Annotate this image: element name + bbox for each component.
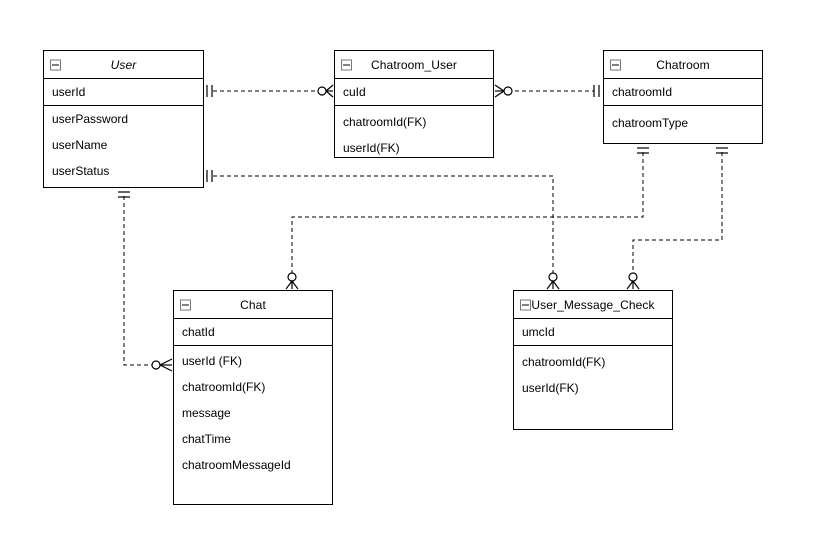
connector-user-umc bbox=[213, 175, 554, 277]
entity-chatroom-user-header: Chatroom_User bbox=[335, 51, 493, 79]
entity-chatroom-user-pk-section: cuId bbox=[335, 79, 493, 106]
entity-user-message-check-pk-section: umcId bbox=[514, 319, 672, 346]
minus-box-icon[interactable] bbox=[520, 299, 531, 310]
attribute-row: chatroomId(FK) bbox=[343, 115, 427, 129]
card-zero-many-chat-left bbox=[151, 358, 173, 372]
card-one-user-userid bbox=[206, 85, 213, 97]
attribute-row: chatTime bbox=[182, 432, 231, 446]
entity-user-header: User bbox=[44, 51, 203, 79]
entity-user[interactable]: User userId userPassword userName userSt… bbox=[43, 50, 204, 188]
entity-user-attr-section: userPassword userName userStatus bbox=[44, 106, 203, 184]
entity-chatroom-pk-section: chatroomId bbox=[604, 79, 762, 106]
minus-box-icon[interactable] bbox=[341, 59, 352, 70]
entity-chatroom-user[interactable]: Chatroom_User cuId chatroomId(FK) userId… bbox=[334, 50, 494, 158]
card-zero-many-umc-top-left bbox=[546, 272, 560, 290]
connector-chatroom-umc bbox=[632, 152, 723, 277]
entity-chat-attr-section: userId (FK) chatroomId(FK) message chatT… bbox=[174, 346, 332, 478]
attribute-row: chatId bbox=[182, 325, 215, 339]
attribute-row: chatroomMessageId bbox=[182, 458, 291, 472]
entity-user-message-check-header: User_Message_Check bbox=[514, 291, 672, 319]
attribute-row: userName bbox=[52, 138, 108, 152]
attribute-row: cuId bbox=[343, 85, 366, 99]
entity-chatroom-user-title: Chatroom_User bbox=[371, 57, 457, 72]
attribute-row: userId bbox=[52, 85, 86, 99]
card-zero-many-umc-top-right bbox=[626, 272, 640, 290]
attribute-row: chatroomId(FK) bbox=[182, 380, 266, 394]
minus-box-icon[interactable] bbox=[180, 299, 191, 310]
entity-chatroom[interactable]: Chatroom chatroomId chatroomType bbox=[603, 50, 763, 144]
attribute-row: userId(FK) bbox=[343, 141, 400, 155]
card-zero-many-chat-top bbox=[285, 272, 299, 290]
entity-user-message-check-title: User_Message_Check bbox=[531, 297, 655, 312]
attribute-row: umcId bbox=[522, 325, 555, 339]
entity-chatroom-header: Chatroom bbox=[604, 51, 762, 79]
entity-chat-pk-section: chatId bbox=[174, 319, 332, 346]
connector-user-chat bbox=[123, 196, 163, 366]
attribute-row: chatroomType bbox=[612, 116, 689, 130]
attribute-row: userPassword bbox=[52, 112, 129, 126]
attribute-row: message bbox=[182, 406, 231, 420]
card-one-chatroom-chatroomid bbox=[593, 85, 600, 97]
entity-chatroom-title: Chatroom bbox=[656, 57, 710, 72]
entity-chat-title: Chat bbox=[240, 297, 266, 312]
entity-user-pk-section: userId bbox=[44, 79, 203, 106]
attribute-row: userId (FK) bbox=[182, 354, 243, 368]
minus-box-icon[interactable] bbox=[610, 59, 621, 70]
attribute-row: userId(FK) bbox=[522, 381, 579, 395]
entity-chat-header: Chat bbox=[174, 291, 332, 319]
card-one-user-bottom bbox=[118, 191, 130, 198]
connector-chatroom-chat bbox=[291, 152, 644, 277]
attribute-row: userStatus bbox=[52, 164, 110, 178]
entity-user-message-check[interactable]: User_Message_Check umcId chatroomId(FK) … bbox=[513, 290, 673, 430]
attribute-row: chatroomId bbox=[612, 85, 673, 99]
minus-box-icon[interactable] bbox=[50, 59, 61, 70]
card-zero-many-chatroomuser-left bbox=[317, 84, 334, 98]
attribute-row: chatroomId(FK) bbox=[522, 355, 606, 369]
card-one-chatroom-bottom-right bbox=[716, 147, 728, 154]
entity-chat[interactable]: Chat chatId userId (FK) chatroomId(FK) m… bbox=[173, 290, 333, 505]
entity-chatroom-attr-section: chatroomType bbox=[604, 106, 762, 136]
entity-chatroom-user-attr-section: chatroomId(FK) userId(FK) bbox=[335, 106, 493, 161]
card-zero-many-chatroomuser-right bbox=[494, 84, 513, 98]
entity-user-message-check-attr-section: chatroomId(FK) userId(FK) bbox=[514, 346, 672, 401]
card-one-chatroom-bottom-left bbox=[637, 147, 649, 154]
card-one-user-userstatus bbox=[206, 170, 213, 182]
entity-user-title: User bbox=[110, 57, 137, 72]
